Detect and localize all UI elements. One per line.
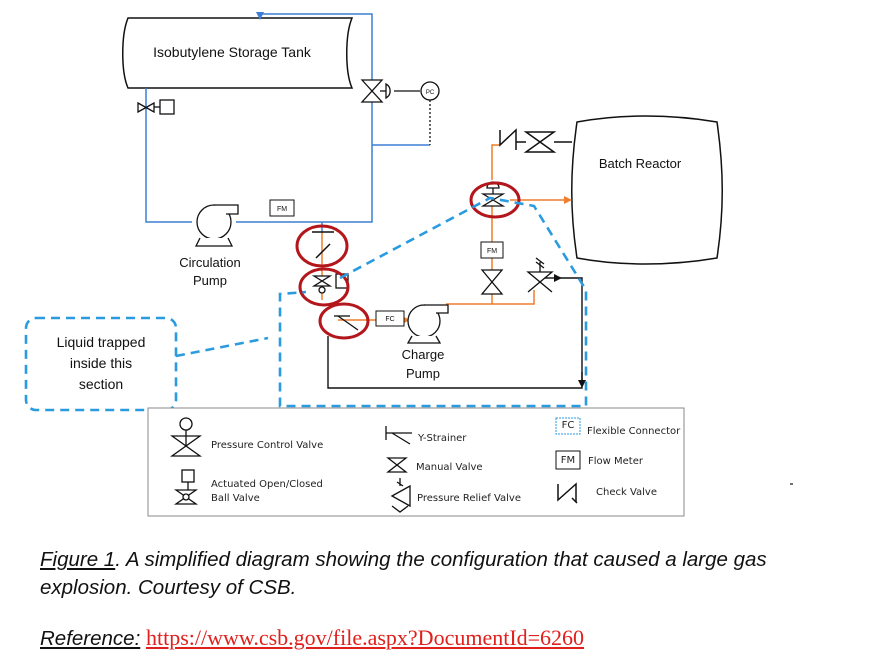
circulation-pump-label-1: Circulation — [179, 255, 240, 270]
caption-text: . A simplified diagram showing the confi… — [40, 548, 767, 599]
legend-pcv-label: Pressure Control Valve — [211, 440, 323, 451]
storage-tank-label: Isobutylene Storage Tank — [153, 44, 312, 60]
highlight-circles — [295, 181, 521, 340]
reference-line: Reference: https://www.csb.gov/file.aspx… — [40, 623, 860, 654]
pressure-relief-valve-riser — [526, 257, 554, 293]
charge-line — [321, 144, 572, 324]
batch-reactor: Batch Reactor — [571, 115, 723, 265]
legend-ball-valve-label-2: Ball Valve — [211, 493, 260, 504]
figure-label: Figure 1 — [40, 548, 116, 571]
figure-caption: Figure 1. A simplified diagram showing t… — [40, 546, 860, 602]
pc-tag: PC — [426, 90, 435, 96]
legend: Pressure Control Valve Actuated Open/Clo… — [147, 407, 685, 517]
legend-check-valve-symbol — [557, 482, 578, 504]
fc-tag: FC — [385, 316, 394, 323]
manual-valve-riser — [480, 269, 504, 295]
legend-ball-valve-symbol — [173, 469, 199, 505]
fm-tag-2: FM — [487, 248, 497, 255]
check-valve-circle — [312, 231, 334, 259]
highlight-check-valve — [295, 224, 349, 268]
reference-link[interactable]: https://www.csb.gov/file.aspx?DocumentId… — [145, 625, 585, 650]
legend-y-strainer-symbol — [385, 426, 412, 445]
legend-fc-symbol: FC — [555, 417, 581, 435]
callout-line-3: section — [79, 376, 123, 392]
callout-line-1: Liquid trapped — [57, 334, 146, 350]
legend-y-strainer-label: Y-Strainer — [417, 433, 467, 444]
legend-prv-symbol — [390, 478, 411, 513]
reference-label: Reference: — [40, 627, 141, 650]
flexible-connector: FC — [375, 310, 405, 327]
tank-ball-valve — [137, 99, 175, 115]
callout-box — [24, 316, 178, 412]
legend-fc-label: Flexible Connector — [587, 426, 681, 437]
storage-tank: Isobutylene Storage Tank — [122, 17, 354, 89]
circulation-loop — [145, 12, 430, 232]
circulation-pump — [194, 204, 239, 247]
legend-manual-valve-label: Manual Valve — [416, 462, 483, 473]
flow-meter-circulation: FM — [269, 199, 295, 217]
legend-box — [147, 407, 685, 517]
charge-pump — [406, 304, 449, 344]
return-pressure-control-valve: PC — [360, 79, 440, 145]
highlight-reactor-pcv — [469, 181, 521, 219]
batch-reactor-label: Batch Reactor — [599, 156, 682, 171]
legend-check-valve-label: Check Valve — [596, 487, 657, 498]
highlight-ball-valve — [298, 267, 350, 307]
fm-tag-1: FM — [277, 206, 287, 213]
legend-fm-tag: FM — [561, 455, 575, 466]
legend-fm-symbol: FM — [555, 450, 581, 470]
legend-manual-valve-symbol — [386, 457, 408, 473]
legend-pcv-symbol — [169, 417, 203, 457]
legend-fm-label: Flow Meter — [588, 456, 644, 467]
charge-pump-label-2: Pump — [406, 366, 440, 381]
legend-prv-label: Pressure Relief Valve — [417, 493, 521, 504]
bypass-line — [327, 274, 586, 389]
callout-line-2: inside this — [70, 355, 132, 371]
highlight-y-strainer — [318, 302, 370, 340]
trapped-section-boundary — [24, 196, 588, 412]
charge-pump-label-1: Charge — [402, 347, 445, 362]
reactor-inlet-valves — [499, 128, 572, 153]
y-strainer-charge — [334, 315, 359, 331]
legend-ball-valve-label-1: Actuated Open/Closed — [211, 479, 323, 490]
flow-meter-riser: FM — [480, 241, 504, 259]
legend-fc-tag: FC — [562, 420, 575, 431]
circulation-pump-label-2: Pump — [193, 273, 227, 288]
